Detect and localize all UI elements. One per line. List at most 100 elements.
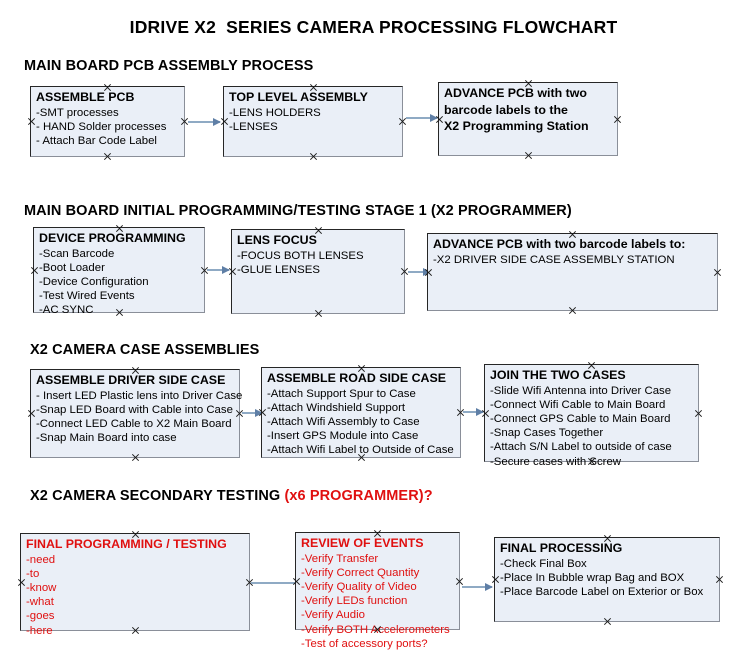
node-line: -AC SYNC [39, 304, 94, 317]
connector-driver-case-to-road-case [242, 408, 263, 417]
node-title: LENS FOCUS [237, 233, 317, 247]
node-assemble-driver-side-case[interactable]: ASSEMBLE DRIVER SIDE CASE - Insert LED P… [28, 369, 243, 461]
section-header-x2-camera-case-assemblies: X2 CAMERA CASE ASSEMBLIES [30, 342, 259, 358]
node-assemble-road-side-case[interactable]: ASSEMBLE ROAD SIDE CASE -Attach Support … [261, 367, 461, 458]
node-line: -Verify Quality of Video [301, 580, 417, 593]
node-line: -Connect Wifi Cable to Main Board [490, 398, 666, 411]
node-title: ASSEMBLE ROAD SIDE CASE [267, 371, 446, 385]
node-line: -Connect GPS Cable to Main Board [490, 412, 671, 425]
node-advance-pcb-driver-side-case[interactable]: ADVANCE PCB with two barcode labels to: … [427, 233, 718, 311]
connection-handle-right[interactable] [456, 578, 463, 585]
connection-handle-right[interactable] [181, 118, 188, 125]
connection-handle-left[interactable] [28, 118, 35, 125]
node-title: FINAL PROCESSING [500, 541, 623, 555]
node-line: barcode labels to the [444, 102, 568, 117]
node-line-overflow: -Test of accessory ports? [301, 637, 428, 650]
connection-handle-bottom[interactable] [132, 454, 139, 461]
node-title: DEVICE PROGRAMMING [39, 231, 186, 245]
connection-handle-right[interactable] [399, 118, 406, 125]
node-line: -Verify Correct Quantity [301, 566, 420, 579]
node-line: -Place In Bubble wrap Bag and BOX [500, 571, 685, 584]
node-line: -Scan Barcode [39, 247, 115, 260]
node-assemble-pcb[interactable]: ASSEMBLE PCB -SMT processes - HAND Solde… [30, 86, 185, 157]
node-line: -Device Configuration [39, 275, 149, 288]
node-line: -Insert GPS Module into Case [267, 430, 419, 443]
connection-handle-left[interactable] [18, 579, 25, 586]
section-header-main-board-pcb-assembly: MAIN BOARD PCB ASSEMBLY PROCESS [24, 58, 313, 74]
node-title: TOP LEVEL ASSEMBLY [229, 90, 368, 104]
node-line: -X2 DRIVER SIDE CASE ASSEMBLY STATION [433, 253, 675, 266]
node-top-level-assembly[interactable]: TOP LEVEL ASSEMBLY -LENS HOLDERS -LENSES [223, 86, 403, 157]
node-title: REVIEW OF EVENTS [301, 536, 424, 550]
connector-review-to-final-processing [462, 582, 493, 591]
node-line: -Verify Audio [301, 609, 365, 622]
section-header-text: MAIN BOARD INITIAL PROGRAMMING/TESTING S… [24, 203, 572, 219]
section-header-main-board-initial-programming: MAIN BOARD INITIAL PROGRAMMING/TESTING S… [24, 203, 572, 219]
node-line: -Place Barcode Label on Exterior or Box [500, 585, 704, 598]
node-line: X2 Programming Station [444, 118, 589, 133]
connection-handle-right[interactable] [714, 269, 721, 276]
node-line: -need [26, 553, 56, 566]
node-line: -Attach S/N Label to outside of case [490, 441, 672, 454]
connection-handle-bottom[interactable] [525, 152, 532, 159]
page-title: IDRIVE X2 SERIES CAMERA PROCESSING FLOWC… [129, 17, 618, 37]
connection-handle-bottom[interactable] [315, 310, 322, 317]
node-final-programming-testing[interactable]: FINAL PROGRAMMING / TESTING -need -to -k… [18, 533, 250, 637]
connection-handle-left[interactable] [221, 118, 228, 125]
connection-handle-left[interactable] [31, 267, 38, 274]
connection-handle-right[interactable] [716, 576, 723, 583]
node-line: -Attach Wifi Assembly to Case [267, 415, 420, 428]
node-line: -Check Final Box [500, 557, 587, 570]
section-header-text: X2 CAMERA SECONDARY TESTING [30, 488, 285, 504]
node-line: -Verify BOTH Accelerometers [301, 623, 450, 636]
node-line: -know [26, 581, 57, 594]
node-line: -Slide Wifi Antenna into Driver Case [490, 384, 672, 397]
connection-handle-left[interactable] [28, 410, 35, 417]
node-line: -FOCUS BOTH LENSES [237, 249, 364, 262]
connector-assemble-pcb-to-top-level [188, 117, 221, 126]
node-line: -Test Wired Events [39, 290, 135, 303]
node-line: -what [26, 596, 54, 609]
section-header-x2-camera-secondary-testing: X2 CAMERA SECONDARY TESTING (x6 PROGRAMM… [30, 488, 433, 504]
section-header-text: MAIN BOARD PCB ASSEMBLY PROCESS [24, 58, 314, 74]
node-join-the-two-cases[interactable]: JOIN THE TWO CASES -Slide Wifi Antenna i… [484, 364, 702, 468]
connection-handle-bottom[interactable] [604, 618, 611, 625]
node-line: -to [26, 567, 40, 580]
connection-handle-bottom[interactable] [310, 153, 317, 160]
section-header-text: X2 CAMERA CASE ASSEMBLIES [30, 342, 260, 358]
node-advance-pcb-programming-station[interactable]: ADVANCE PCB with two barcode labels to t… [438, 82, 618, 156]
connector-road-case-to-join-cases [463, 407, 484, 416]
node-line: -GLUE LENSES [237, 263, 320, 276]
node-line: -Attach Windshield Support [267, 401, 406, 414]
connector-device-programming-to-lens-focus [207, 265, 230, 274]
node-line: -SMT processes [36, 106, 119, 119]
connection-handle-right[interactable] [401, 268, 408, 275]
connector-final-programming-to-review [251, 582, 296, 584]
node-line: -LENSES [229, 120, 278, 133]
node-device-programming[interactable]: DEVICE PROGRAMMING -Scan Barcode -Boot L… [31, 227, 205, 316]
node-title: FINAL PROGRAMMING / TESTING [26, 537, 227, 551]
connection-handle-bottom[interactable] [569, 307, 576, 314]
section-header-accent: (x6 PROGRAMMER)? [284, 488, 433, 504]
node-line: -Connect LED Cable to X2 Main Board [36, 417, 232, 430]
node-line: - Insert LED Plastic lens into Driver Ca… [36, 389, 243, 402]
connection-handle-bottom[interactable] [104, 153, 111, 160]
connector-top-level-to-advance-pcb [406, 113, 438, 122]
node-lens-focus[interactable]: LENS FOCUS -FOCUS BOTH LENSES -GLUE LENS… [231, 229, 405, 314]
node-line: -Verify Transfer [301, 552, 379, 565]
node-title: ASSEMBLE DRIVER SIDE CASE [36, 373, 226, 387]
node-line: -Boot Loader [39, 261, 105, 274]
node-title: ADVANCE PCB with two barcode labels to: [433, 237, 686, 251]
node-line: -Snap Main Board into case [36, 432, 177, 445]
node-line: - Attach Bar Code Label [36, 134, 157, 147]
node-line: - HAND Solder processes [36, 120, 167, 133]
node-title: JOIN THE TWO CASES [490, 368, 626, 382]
node-final-processing[interactable]: FINAL PROCESSING -Check Final Box -Place… [494, 537, 720, 622]
node-line: -Attach Wifi Label to Outside of Case [267, 444, 454, 457]
connection-handle-right[interactable] [614, 116, 621, 123]
node-line: -LENS HOLDERS [229, 106, 321, 119]
node-review-of-events[interactable]: REVIEW OF EVENTS -Verify Transfer -Verif… [295, 532, 463, 650]
node-title: ADVANCE PCB with two [444, 86, 587, 100]
connection-handle-right[interactable] [695, 410, 702, 417]
